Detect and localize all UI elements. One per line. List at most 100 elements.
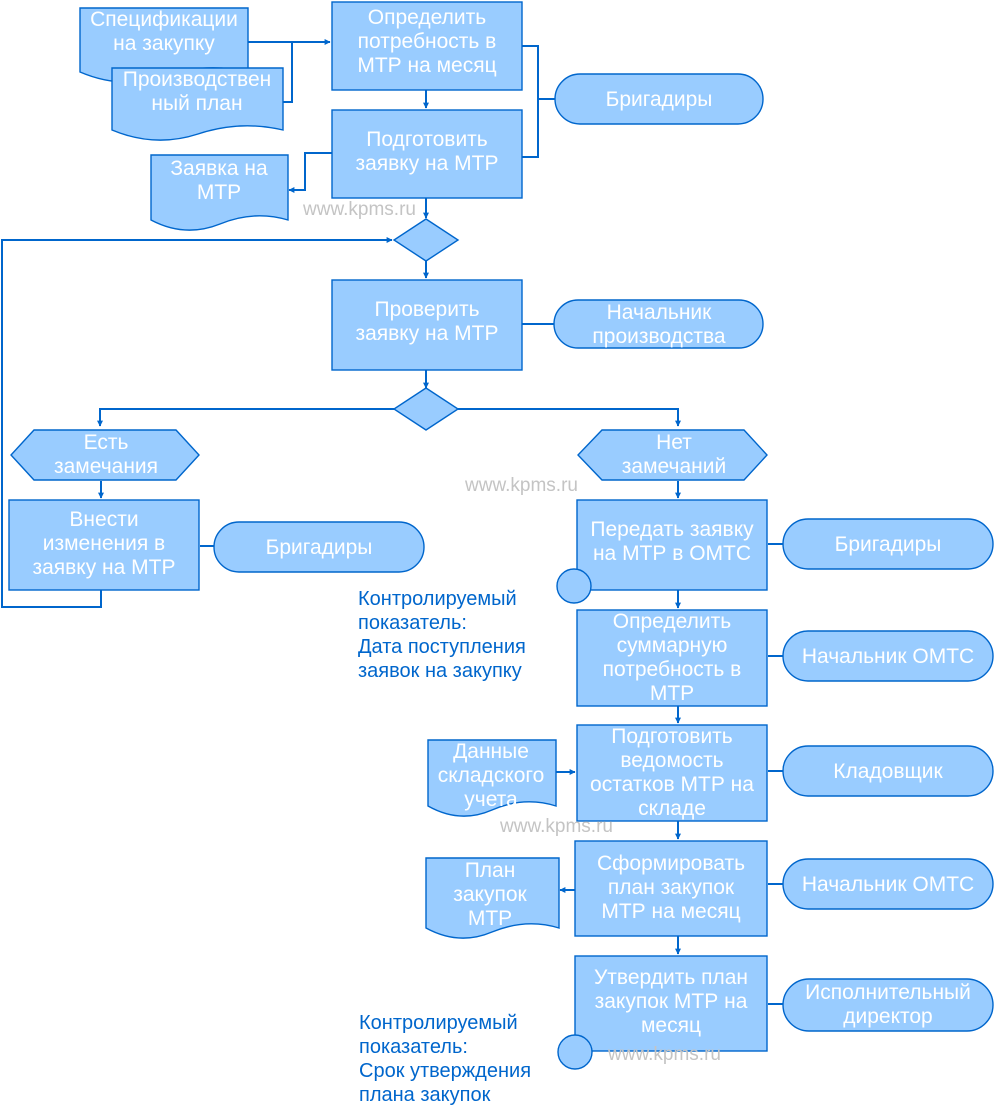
label-line: на МТР в ОМТС xyxy=(593,542,751,565)
label-line: МТР xyxy=(468,907,512,930)
label-line: заявку на МТР xyxy=(355,322,498,345)
label-line: показатель: xyxy=(358,612,467,634)
label-line: заявок на закупку xyxy=(358,660,522,682)
label-line: потребность в xyxy=(603,658,742,681)
label-line: замечания xyxy=(54,455,158,478)
label-line: на закупку xyxy=(113,32,215,55)
label-line: Срок утверждения xyxy=(359,1060,531,1082)
label-line: Дата поступления xyxy=(358,636,526,658)
label-line: изменения в xyxy=(43,532,165,555)
label-line: Начальник xyxy=(607,301,713,324)
role-brigadiers-2: Бригадиры xyxy=(213,521,425,573)
label-line: ведомость xyxy=(620,749,723,772)
role-omts-head-2: Начальник ОМТС xyxy=(782,858,994,910)
connector-decision-to-remarks xyxy=(97,408,394,427)
connector-decision-to-no-remarks xyxy=(458,408,681,427)
kpi-marker-1 xyxy=(556,568,592,604)
connector-prodplan-to-determine xyxy=(283,42,293,103)
label-line: потребность в xyxy=(358,30,497,53)
connector-loop-back xyxy=(1,237,393,608)
role-brigadiers-3-label: Бригадиры xyxy=(835,533,942,556)
label-line: замечаний xyxy=(622,455,726,478)
label-line: складского xyxy=(438,764,545,787)
label-line: Начальник ОМТС xyxy=(802,645,974,668)
label-line: остатков МТР на xyxy=(590,773,754,796)
label-line: Бригадиры xyxy=(266,536,373,559)
label-line: Внести xyxy=(69,508,138,531)
label-line: производства xyxy=(592,325,726,348)
label-line: Определить xyxy=(613,610,731,633)
decision-merge xyxy=(392,218,460,262)
label-line: Проверить xyxy=(374,298,479,321)
label-line: Исполнительный xyxy=(805,981,971,1004)
label-line: План xyxy=(465,859,516,882)
role-omts-head-1: Начальник ОМТС xyxy=(782,630,994,682)
label-line: Бригадиры xyxy=(606,88,713,111)
label-line: Бригадиры xyxy=(835,533,942,556)
label-line: месяц xyxy=(641,1014,701,1037)
label-line: суммарную xyxy=(617,634,728,657)
label-line: Сформировать xyxy=(597,852,745,875)
watermark: www.kpms.ru xyxy=(499,816,613,837)
connector-prepare-to-request-doc xyxy=(288,152,332,193)
label-line: директор xyxy=(843,1005,933,1028)
label-line: Спецификации xyxy=(90,8,238,31)
label-line: закупок xyxy=(453,883,527,906)
label-line: Подготовить xyxy=(366,128,488,151)
role-omts-head-2-label: Начальник ОМТС xyxy=(802,873,974,896)
role-brigadiers-1-label: Бригадиры xyxy=(606,88,713,111)
label-line: учета xyxy=(464,788,518,811)
role-brigadiers-3: Бригадиры xyxy=(782,518,994,570)
decision-check-result xyxy=(392,387,460,431)
role-brigadiers-1: Бригадиры xyxy=(554,73,764,125)
label-line: закупок МТР на xyxy=(595,990,748,1013)
watermark: www.kpms.ru xyxy=(302,199,416,220)
label-line: МТР xyxy=(197,181,241,204)
role-storekeeper: Кладовщик xyxy=(782,745,994,797)
watermark: www.kpms.ru xyxy=(607,1044,721,1065)
label-line: Нет xyxy=(656,431,692,454)
connectors xyxy=(1,39,783,1005)
label-line: заявку на МТР xyxy=(355,152,498,175)
label-line: Подготовить xyxy=(611,725,733,748)
label-line: МТР на месяц xyxy=(601,900,740,923)
label-line: Контролируемый xyxy=(358,588,517,610)
label-line: план закупок xyxy=(608,876,735,899)
label-line: Данные xyxy=(453,740,529,763)
label-line: МТР на месяц xyxy=(357,54,496,77)
label-line: ный план xyxy=(151,92,242,115)
label-line: Начальник ОМТС xyxy=(802,873,974,896)
label-line: плана закупок xyxy=(359,1084,491,1106)
label-line: Утвердить план xyxy=(594,966,748,989)
label-line: складе xyxy=(638,797,706,820)
label-line: МТР xyxy=(650,682,694,705)
kpi-marker-2 xyxy=(557,1034,593,1070)
